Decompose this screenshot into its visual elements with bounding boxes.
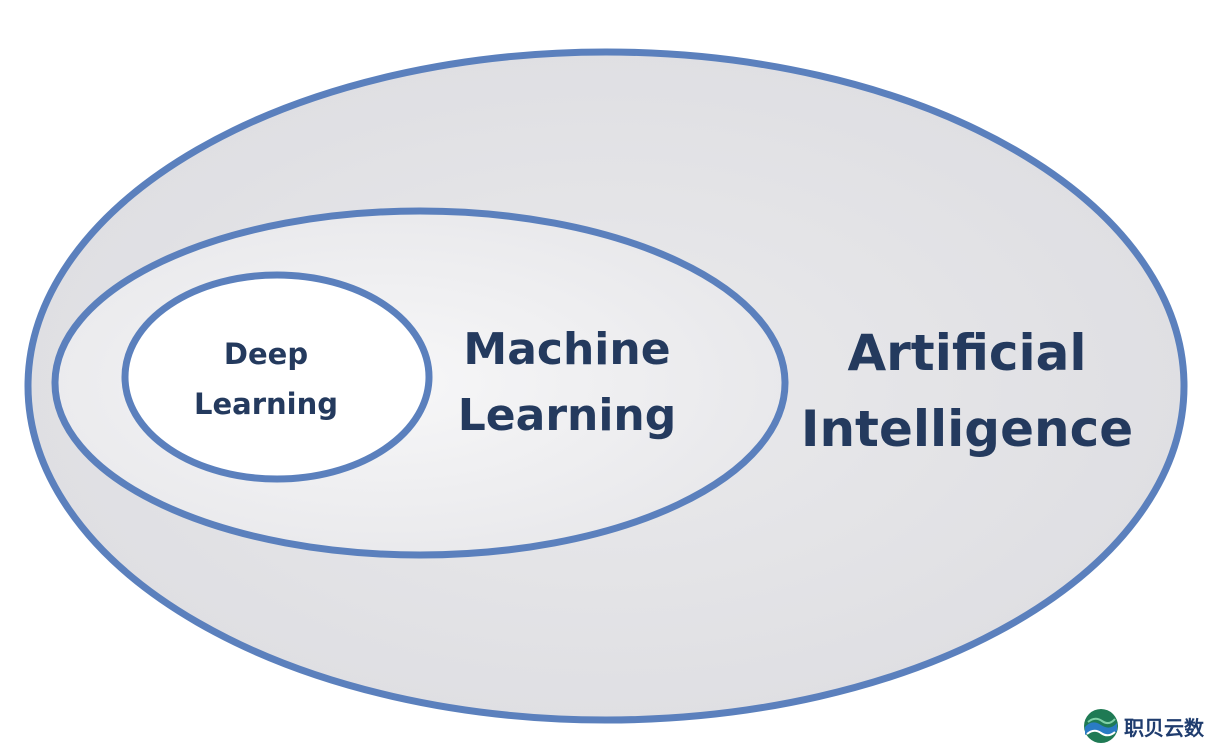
ai-label-line1: Artificial bbox=[847, 324, 1086, 382]
ai-label-line2: Intelligence bbox=[801, 400, 1133, 458]
dl-label-line2: Learning bbox=[194, 387, 338, 421]
dl-ellipse bbox=[121, 271, 433, 483]
ml-label-line2: Learning bbox=[458, 390, 677, 441]
wave-globe-icon bbox=[1084, 709, 1118, 743]
watermark-text: 职贝云数 bbox=[1124, 715, 1204, 740]
watermark: 职贝云数 bbox=[1082, 706, 1204, 746]
ml-label-line1: Machine bbox=[463, 324, 670, 375]
dl-label-line1: Deep bbox=[224, 337, 308, 371]
